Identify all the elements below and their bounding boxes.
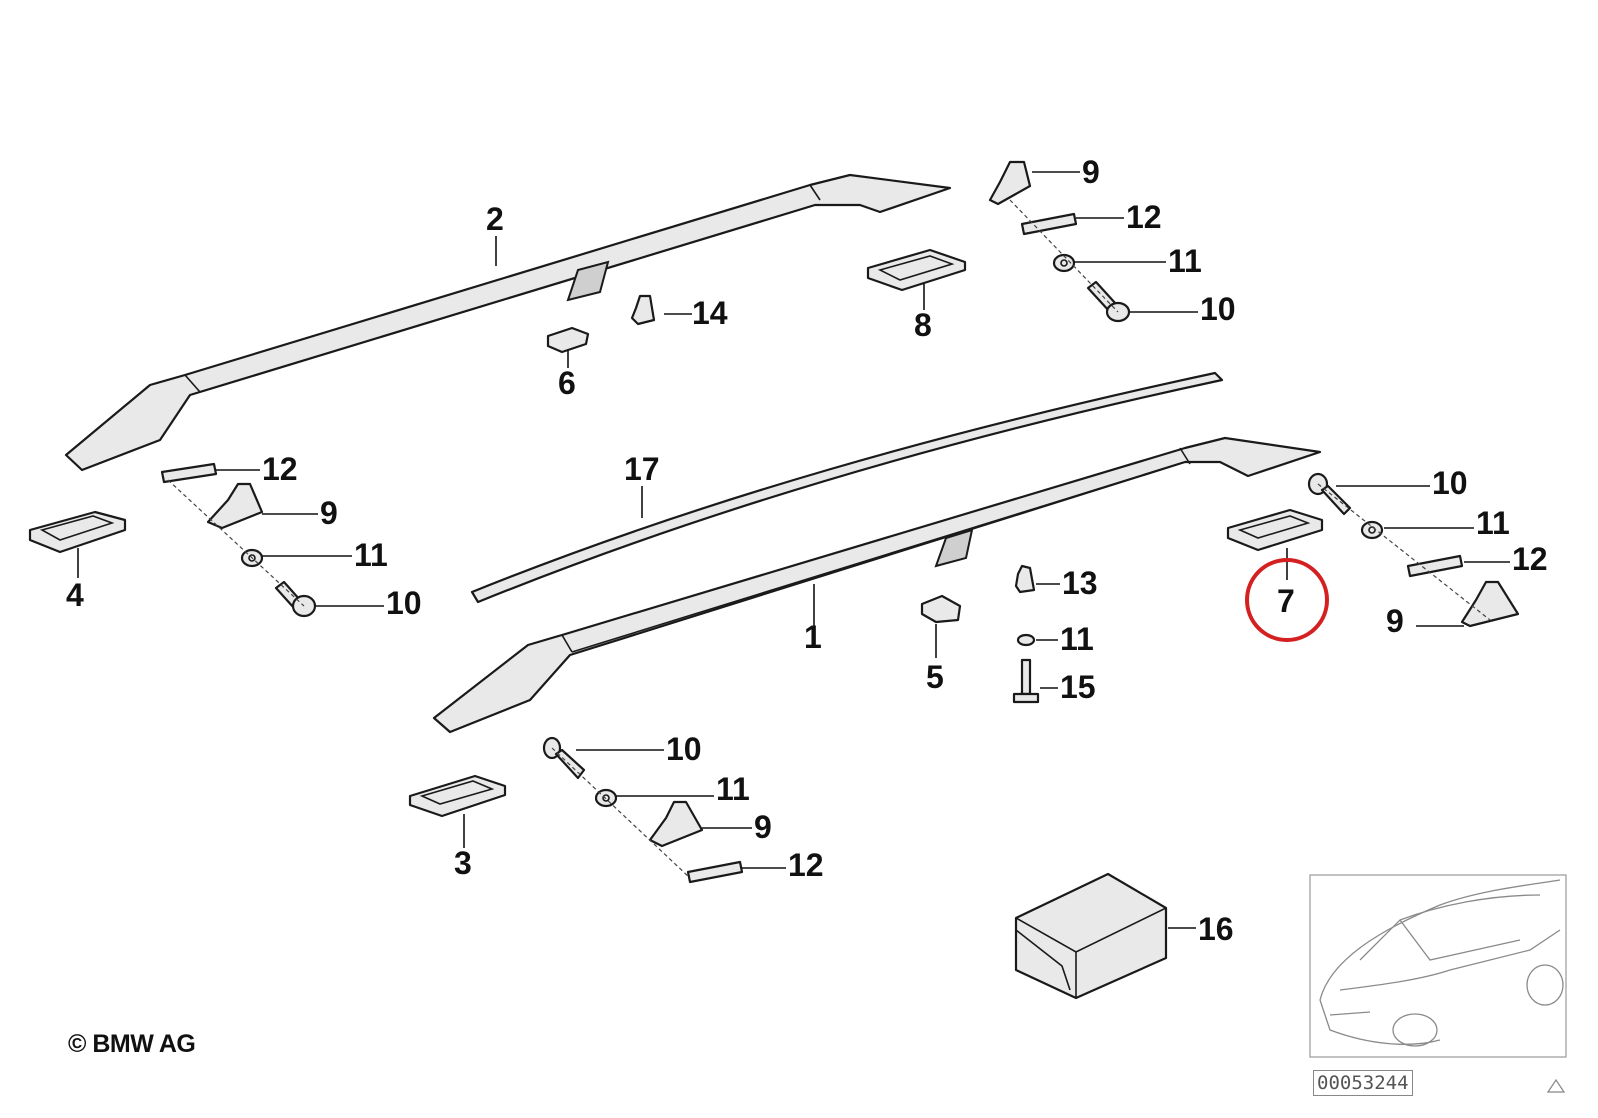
callout-5: 5 (926, 659, 944, 695)
callout-10-c: 10 (666, 731, 702, 767)
callout-12-a: 12 (1126, 199, 1162, 235)
washer-13[interactable] (1016, 633, 1036, 647)
clip-5[interactable] (920, 594, 962, 624)
callout-9-a: 9 (1082, 154, 1100, 190)
callout-16: 16 (1198, 911, 1234, 947)
mount-set-upper-right (988, 160, 1131, 323)
cover-3[interactable] (408, 774, 507, 818)
callout-9-c: 9 (754, 809, 772, 845)
mount-set-right (1307, 472, 1520, 628)
highlight-circle (1245, 558, 1329, 642)
cover-4[interactable] (28, 510, 127, 554)
callout-14: 14 (692, 295, 728, 331)
callout-17: 17 (624, 451, 660, 487)
clip-6[interactable] (546, 326, 590, 354)
diagram-id: 00053244 (1313, 1070, 1413, 1096)
callout-15: 15 (1060, 669, 1096, 705)
callout-2: 2 (486, 201, 504, 237)
bracket-14[interactable] (630, 294, 656, 326)
callout-10-b: 10 (386, 585, 422, 621)
mount-set-lower-middle (542, 736, 744, 884)
vehicle-thumbnail (1309, 874, 1567, 1058)
screw-15[interactable] (1012, 658, 1040, 704)
callout-12-d: 12 (1512, 541, 1548, 577)
callout-8: 8 (914, 307, 932, 343)
callout-6: 6 (558, 365, 576, 401)
callout-12-c: 12 (788, 847, 824, 883)
cover-8[interactable] (866, 248, 967, 292)
callout-11-d: 11 (1476, 505, 1510, 541)
callout-9-d: 9 (1386, 603, 1404, 639)
trim-strip[interactable] (470, 371, 1224, 604)
callout-4: 4 (66, 577, 84, 613)
roof-rail-upper[interactable] (64, 173, 952, 472)
callout-11-e: 11 (1060, 621, 1094, 657)
callout-11-c: 11 (716, 771, 750, 807)
callout-13: 13 (1062, 565, 1098, 601)
corner-triangle (1546, 1078, 1566, 1093)
callout-labels: 2 17 1 8 6 14 4 3 5 7 9 12 11 10 12 9 11… (66, 154, 1548, 947)
leader-lines (77, 171, 1510, 929)
roof-rail-lower[interactable] (432, 436, 1322, 734)
copyright-text: © BMW AG (68, 1030, 196, 1058)
mount-set-left (160, 462, 317, 618)
callout-1: 1 (804, 619, 822, 655)
bracket-13[interactable] (1014, 564, 1036, 594)
callout-11-a: 11 (1168, 243, 1202, 279)
callout-10-a: 10 (1200, 291, 1236, 327)
box-16[interactable] (1014, 872, 1168, 1000)
callout-11-b: 11 (354, 537, 388, 573)
callout-3: 3 (454, 845, 472, 881)
cover-7[interactable] (1226, 508, 1324, 552)
callout-9-b: 9 (320, 495, 338, 531)
callout-12-b: 12 (262, 451, 298, 487)
callout-10-d: 10 (1432, 465, 1468, 501)
callout-7: 7 (1277, 583, 1295, 619)
